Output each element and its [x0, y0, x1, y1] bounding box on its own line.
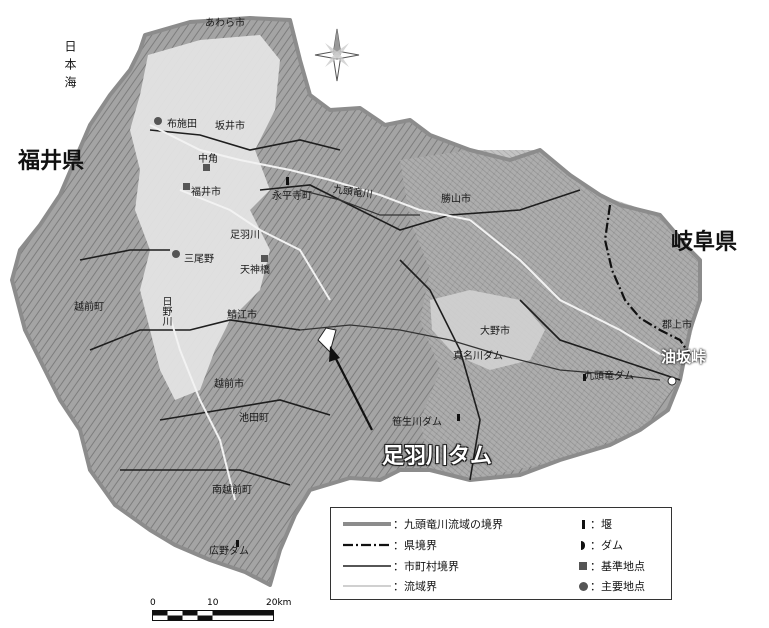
legend-item-dam: ：ダム	[576, 537, 623, 553]
place-ikeda: 池田町	[239, 413, 269, 424]
place-awara: あわら市	[205, 18, 245, 29]
scale-bar-graphic	[152, 610, 274, 621]
place-managawa-dam: 真名川ダム	[453, 351, 503, 362]
legend-label: ：基準地点	[590, 560, 645, 573]
place-eiheiji: 永平寺町	[272, 191, 312, 202]
gifu-prefecture-label: 岐阜県	[671, 230, 738, 255]
legend-label: ：主要地点	[590, 580, 645, 593]
basin-boundary-swatch	[343, 522, 391, 526]
asuwa-dam-site	[317, 327, 337, 353]
legend-item-watershed: ：流域界	[341, 578, 437, 594]
place-sabae: 鯖江市	[227, 310, 257, 321]
legend-item-standard-point: ：基準地点	[576, 558, 645, 574]
place-hirono-dam: 広野ダム	[209, 546, 249, 557]
standard-point-marker	[203, 164, 210, 171]
place-sakai: 坂井市	[215, 121, 245, 132]
main-point-icon	[576, 579, 590, 593]
legend-item-prefecture-boundary: ：県境界	[341, 537, 437, 553]
dam-callout-label: 足羽川タム	[382, 444, 493, 469]
place-fuseda: 布施田	[167, 119, 197, 130]
compass-icon	[314, 28, 360, 82]
municipal-boundaries	[79, 129, 681, 486]
place-tenjinbashi: 天神橋	[240, 265, 270, 276]
place-minamiechizen: 南越前町	[212, 485, 252, 496]
legend-label: ：ダム	[590, 539, 623, 552]
pass-label: 油坂峠	[661, 348, 707, 366]
standard-point-marker	[261, 255, 268, 262]
place-echizen-city: 越前市	[214, 379, 244, 390]
dam-icon	[576, 538, 590, 552]
legend-label: ：市町村境界	[393, 560, 459, 573]
place-hinogawa: 日野川	[160, 296, 171, 326]
place-fukui: 福井市	[191, 187, 221, 198]
legend-label: ：県境界	[393, 539, 437, 552]
scale-tick-20: 20km	[266, 598, 292, 608]
mountain-terrain	[400, 150, 700, 480]
legend-item-weir: ：堰	[576, 516, 612, 532]
roads	[299, 189, 661, 381]
dam-pointer-arrowhead	[329, 346, 340, 362]
prefecture-boundary-swatch	[343, 543, 391, 547]
place-asuwagawa: 足羽川	[230, 230, 260, 241]
main-point-marker	[154, 117, 162, 125]
legend-label: ：九頭竜川流域の境界	[393, 518, 503, 531]
sea-strip	[0, 0, 145, 290]
fukui-prefecture-label: 福井県	[18, 149, 85, 174]
map-legend: ：九頭竜川流域の境界 ：県境界 ：市町村境界 ：流域界 ：堰 ：ダム ：基準地点…	[330, 507, 672, 600]
dam-marker	[236, 540, 239, 547]
dam-marker	[583, 374, 586, 381]
weir-marker	[286, 177, 289, 185]
sea-label: 日本海	[63, 40, 77, 94]
standard-point-icon	[576, 559, 590, 573]
rivers	[149, 124, 671, 501]
watershed-swatch	[343, 585, 391, 587]
place-nakatsuno: 中角	[198, 154, 218, 165]
place-ono: 大野市	[480, 326, 510, 337]
municipal-boundary-swatch	[343, 565, 391, 567]
legend-item-basin-boundary: ：九頭竜川流域の境界	[341, 516, 503, 532]
scale-tick-10: 10	[207, 598, 219, 608]
standard-point-marker	[183, 183, 190, 190]
place-echizen-town: 越前町	[74, 302, 104, 313]
legend-item-municipal-boundary: ：市町村境界	[341, 558, 459, 574]
weir-icon	[576, 517, 590, 531]
legend-item-main-point: ：主要地点	[576, 578, 645, 594]
dam-pointer-arrow	[333, 354, 373, 431]
place-katsuyama: 勝山市	[441, 194, 471, 205]
place-mikuno: 三尾野	[184, 254, 214, 265]
place-kuzuryu-dam: 九頭竜ダム	[584, 371, 634, 382]
ono-basin	[430, 290, 545, 370]
main-point-marker	[172, 250, 180, 258]
dam-marker	[457, 414, 460, 421]
prefecture-boundary	[603, 204, 691, 356]
scale-bar: 0 10 20km	[150, 598, 291, 626]
legend-label: ：堰	[590, 518, 612, 531]
place-sakudani-dam: 笹生川ダム	[392, 417, 442, 428]
pass-marker	[667, 376, 677, 386]
place-gujo: 郡上市	[662, 320, 692, 331]
scale-tick-0: 0	[150, 598, 156, 608]
legend-label: ：流域界	[393, 580, 437, 593]
